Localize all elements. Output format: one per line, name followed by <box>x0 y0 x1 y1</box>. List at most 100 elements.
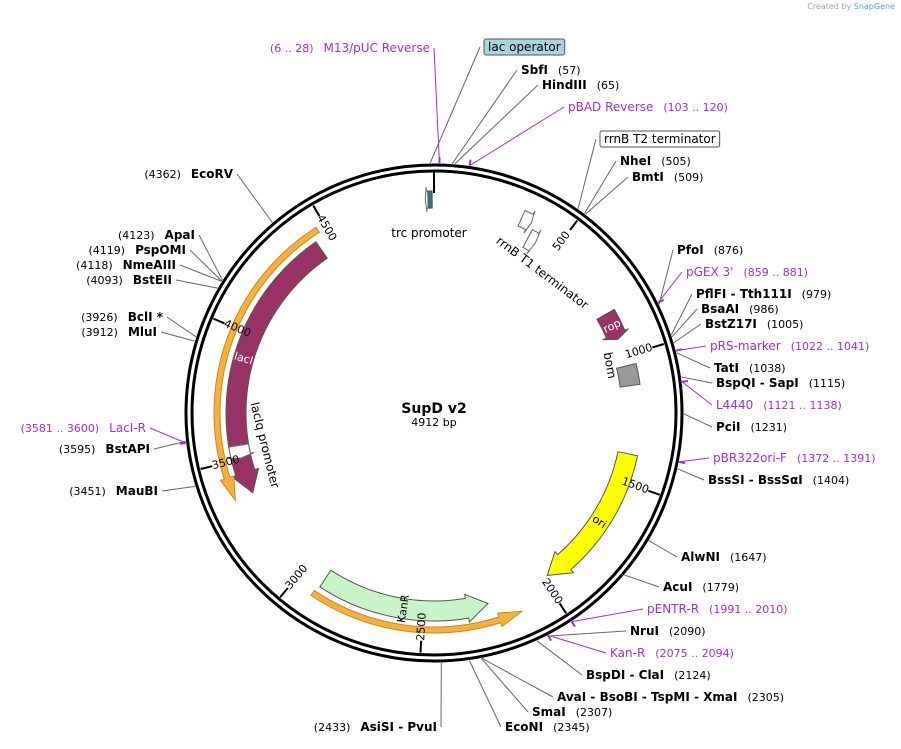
site-pos: (2090) <box>669 625 706 638</box>
site-label-mlui: MluI(3912) <box>81 325 157 339</box>
tick-3000 <box>279 587 289 598</box>
primer-name: pRS-marker <box>710 339 781 353</box>
leader-primer-pgex-3- <box>657 271 683 303</box>
site-pos: (505) <box>661 155 691 168</box>
site-pos: (876) <box>714 244 744 257</box>
backbone-outer <box>184 163 684 663</box>
leader-primer-kan-r <box>548 634 607 654</box>
tick-4000 <box>212 317 225 325</box>
tick-4500 <box>312 205 321 217</box>
site-label-tati: TatI (1038) <box>714 361 786 375</box>
site-name: BstZ17I <box>705 317 757 331</box>
primer-label-laci-r: LacI-R(3581 .. 3600) <box>21 421 146 435</box>
site-pos: (57) <box>558 64 581 77</box>
site-label-asisi-pvui: AsiSI - PvuI(2433) <box>314 720 437 734</box>
primer-mark-prs-marker <box>675 348 683 352</box>
site-label-nrui: NruI(2090) <box>630 624 706 638</box>
primer-pos: (1121 .. 1138) <box>763 399 842 412</box>
site-label-bspqi-sapi: BspQI - SapI(1115) <box>716 376 845 390</box>
leader-site-acui <box>624 574 660 588</box>
site-pos: (2433) <box>314 721 351 734</box>
site-pos: (4123) <box>118 229 155 242</box>
leader-site-tati <box>676 352 711 369</box>
site-name: NheI <box>620 154 651 168</box>
site-label-bsteii: BstEII(4093) <box>86 273 172 287</box>
site-label-bmti: BmtI(509) <box>632 170 703 184</box>
primer-label-pgex-3-: pGEX 3' (859 .. 881) <box>686 265 808 279</box>
leader-site-bsaai <box>671 308 698 338</box>
site-label-nmeaiii: NmeAIII(4118) <box>76 258 176 272</box>
feature-rrnb-t1-terminator-2 <box>522 229 542 255</box>
site-name: SbfI <box>521 63 548 77</box>
leader-primer-pentr-r <box>571 608 644 623</box>
leader-site-pcii <box>683 413 713 428</box>
tick-label-1000: 1000 <box>624 341 655 362</box>
leader-site-bstapi <box>153 440 186 450</box>
tick-label-500: 500 <box>550 229 573 254</box>
feature-rop <box>596 308 629 341</box>
leader-primer-m13-puc-reverse <box>433 47 440 164</box>
site-name: MauBI <box>116 484 158 498</box>
primer-name: pGEX 3' <box>686 265 733 279</box>
site-pos: (2307) <box>576 706 613 719</box>
label-rrnb-t1-terminator: rrnB T1 terminator <box>494 234 592 312</box>
primer-pos: (2075 .. 2094) <box>655 647 734 660</box>
primer-mark-pgex-3- <box>657 298 665 304</box>
leader-site-bstz17i <box>673 323 702 344</box>
primer-pos: (859 .. 881) <box>743 266 808 279</box>
site-pos: (1231) <box>751 421 788 434</box>
leader-site-avai-bsobi-tspmi-xmai <box>481 657 554 698</box>
primer-mark-pbr322ori-f <box>678 460 686 465</box>
tick-label-3000: 3000 <box>282 562 310 592</box>
site-label-bstapi: BstAPI(3595) <box>59 442 150 456</box>
site-pos: (4093) <box>86 274 123 287</box>
leader-site-apai <box>198 234 223 281</box>
site-label-bsssi-bsss-i: BssSI - BssSαI(1404) <box>708 473 849 487</box>
leader-site-bsteii <box>175 279 218 289</box>
site-name: TatI <box>714 361 739 375</box>
site-label-bspdi-clai: BspDI - ClaI(2124) <box>586 668 711 682</box>
site-pos: (65) <box>597 79 620 92</box>
primer-mark-laci-r <box>179 441 186 445</box>
site-label-apai: ApaI (4123) <box>118 228 195 242</box>
site-pos: (4362) <box>144 168 181 181</box>
primer-label-l4440: L4440(1121 .. 1138) <box>716 398 842 412</box>
tick-2000 <box>558 602 568 614</box>
site-pos: (1647) <box>730 551 767 564</box>
leader-box-rrnb-t2-terminator <box>577 138 597 209</box>
feature-label-kanr: KanR <box>395 593 412 623</box>
site-label-pspomi: PspOMI(4119) <box>88 243 186 257</box>
site-name: BsaAI <box>701 302 739 316</box>
box-frame <box>599 130 721 148</box>
leader-box-lac-operator <box>429 46 481 164</box>
site-name: ApaI <box>165 228 195 242</box>
site-label-bcli-: BclI *(3926) <box>81 310 164 324</box>
site-label-smai: SmaI(2307) <box>532 705 612 719</box>
primer-name: pBAD Reverse <box>568 100 653 114</box>
site-label-alwni: AlwNI(1647) <box>681 550 767 564</box>
primer-label-pentr-r: pENTR-R(1991 .. 2010) <box>647 602 788 616</box>
leader-site-sbfi <box>451 69 518 164</box>
leader-primer-laci-r <box>149 427 186 444</box>
site-pos: (2124) <box>674 669 711 682</box>
site-pos: (1115) <box>809 377 846 390</box>
site-pos: (509) <box>674 171 704 184</box>
site-pos: (4118) <box>76 259 113 272</box>
primer-name: pENTR-R <box>647 602 699 616</box>
leader-primer-pbad-reverse <box>469 106 565 166</box>
site-pos: (1038) <box>749 362 786 375</box>
site-name: AcuI <box>663 580 692 594</box>
site-name: EcoNI <box>505 720 543 734</box>
primer-pos: (1022 .. 1041) <box>791 340 870 353</box>
site-pos: (4119) <box>88 244 125 257</box>
leader-site-nrui <box>546 630 627 637</box>
site-label-bsaai: BsaAI(986) <box>701 302 779 316</box>
primer-label-m13-puc-reverse: M13/pUC Reverse(6 .. 28) <box>270 41 430 55</box>
site-label-bstz17i: BstZ17I(1005) <box>705 317 803 331</box>
site-name: PflFI - Tth111I <box>696 287 792 301</box>
leader-site-pspomi <box>189 249 223 282</box>
box-text: rrnB T2 terminator <box>604 132 716 146</box>
tick-label-3500: 3500 <box>211 453 241 472</box>
site-label-pcii: PciI(1231) <box>716 420 787 434</box>
leader-site-nhei <box>584 160 617 214</box>
